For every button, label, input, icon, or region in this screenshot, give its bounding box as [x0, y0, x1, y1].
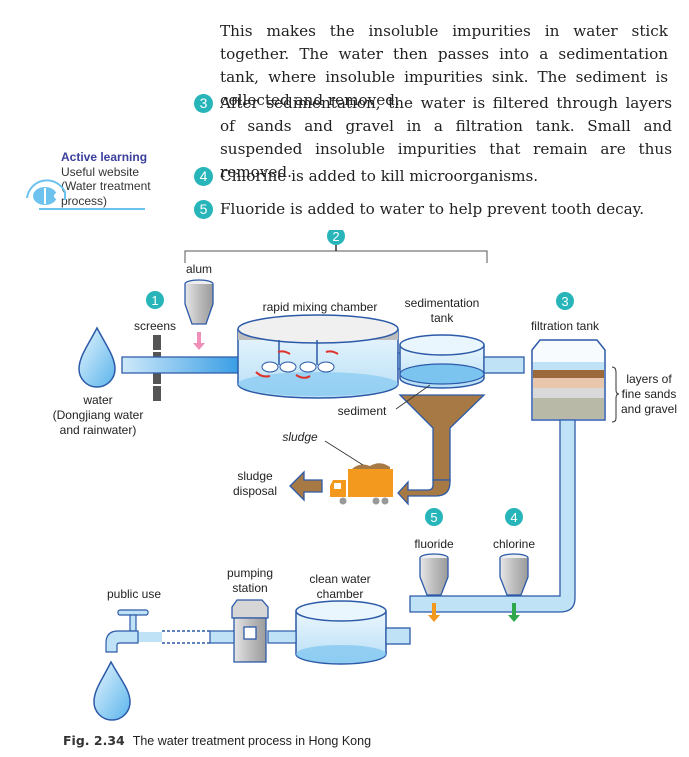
svg-text:2: 2: [332, 230, 339, 244]
pumping-station-label: pumping: [227, 566, 273, 580]
step-4-text: Chlorine is added to kill microorganisms…: [220, 167, 539, 185]
layers-brace: [611, 366, 620, 423]
public-use-label: public use: [107, 587, 161, 601]
mouse-icon: [26, 179, 145, 210]
rapid-mixing-label: rapid mixing chamber: [263, 300, 378, 314]
active-learning-box[interactable]: Active learning Useful website (Water tr…: [61, 150, 151, 208]
sedimentation-label: tank: [431, 311, 455, 325]
chlorine-arrow: [508, 603, 520, 622]
step-number-4: 4: [194, 167, 213, 186]
figure-caption: Fig. 2.34 The water treatment process in …: [63, 733, 371, 748]
figure-number: Fig. 2.34: [63, 733, 125, 748]
fluoride-hopper-icon: [419, 553, 449, 596]
step-5: 5 Fluoride is added to water to help pre…: [194, 198, 672, 221]
step-2-text: This makes the insoluble impurities in w…: [220, 22, 668, 109]
layers-label: layers of: [626, 372, 672, 386]
step-number-3: 3: [194, 94, 213, 113]
tap-icon: [105, 609, 149, 653]
water-droplet-icon: [78, 326, 116, 388]
water-label: (Dongjiang water: [53, 408, 144, 422]
sludge-pipe: [397, 479, 451, 506]
active-learning-line[interactable]: Useful website: [61, 164, 140, 179]
water-treatment-diagram: 2 water (Dongjiang water and rainwater) …: [53, 230, 677, 721]
alum-arrow: [193, 332, 205, 350]
sludge-disposal-label: disposal: [233, 484, 277, 498]
marker-4: 4: [505, 508, 523, 526]
filtration-label: filtration tank: [531, 319, 600, 333]
water-label: water: [82, 393, 112, 407]
step-4: 4 Chlorine is added to kill microorganis…: [194, 165, 672, 188]
pumping-station-icon: [231, 599, 269, 663]
pipe: [483, 356, 525, 374]
svg-text:1: 1: [151, 293, 158, 308]
sedimentation-tank: [398, 334, 486, 481]
step-number-5: 5: [194, 200, 213, 219]
chlorine-label: chlorine: [493, 537, 535, 551]
sludge-label: sludge: [282, 430, 318, 444]
alum-hopper-icon: [184, 279, 214, 325]
layers-label: fine sands: [622, 387, 677, 401]
step-3-text: After sedimentation, the water is filter…: [220, 94, 672, 181]
active-learning-line[interactable]: process): [61, 193, 108, 208]
pipe: [385, 627, 411, 645]
layers-label: and gravel: [621, 402, 677, 416]
clean-water-label: chamber: [317, 587, 364, 601]
marker-1: 1: [146, 291, 164, 309]
active-learning-heading: Active learning: [61, 150, 148, 164]
svg-text:4: 4: [510, 510, 517, 525]
filtration-tank: [531, 339, 606, 421]
fluoride-arrow: [428, 603, 440, 622]
water-label: and rainwater): [60, 423, 137, 437]
rapid-mixing-chamber: [237, 314, 399, 399]
alum-label: alum: [186, 262, 212, 276]
dashed-pipe: [136, 630, 210, 644]
sludge-truck-icon: [330, 463, 393, 505]
water-droplet-icon: [93, 660, 131, 721]
sedimentation-label: sedimentation: [405, 296, 480, 310]
chlorine-hopper-icon: [499, 553, 529, 596]
step-3: 3 After sedimentation, the water is filt…: [194, 92, 672, 184]
fluoride-label: fluoride: [414, 537, 454, 551]
step-2-continuation: This makes the insoluble impurities in w…: [220, 20, 668, 112]
sludge-disposal-label: sludge: [237, 469, 273, 483]
clean-water-label: clean water: [309, 572, 370, 586]
clean-water-chamber: [295, 600, 387, 665]
pipe: [209, 630, 235, 644]
pumping-station-label: station: [232, 581, 267, 595]
step-2-bracket: [184, 245, 488, 263]
step-5-text: Fluoride is added to water to help preve…: [220, 200, 645, 218]
active-learning-line[interactable]: (Water treatment: [61, 179, 151, 193]
marker-5: 5: [425, 508, 443, 526]
clean-pipe: [409, 419, 576, 613]
sediment-label: sediment: [338, 404, 387, 418]
figure-title: The water treatment process in Hong Kong: [132, 734, 372, 748]
marker-3: 3: [556, 292, 574, 310]
sludge-disposal-arrow: [289, 470, 323, 502]
svg-text:5: 5: [430, 510, 437, 525]
marker-2: 2: [327, 230, 345, 245]
svg-text:3: 3: [561, 294, 568, 309]
pipe: [267, 630, 297, 644]
screens-label: screens: [134, 319, 176, 333]
